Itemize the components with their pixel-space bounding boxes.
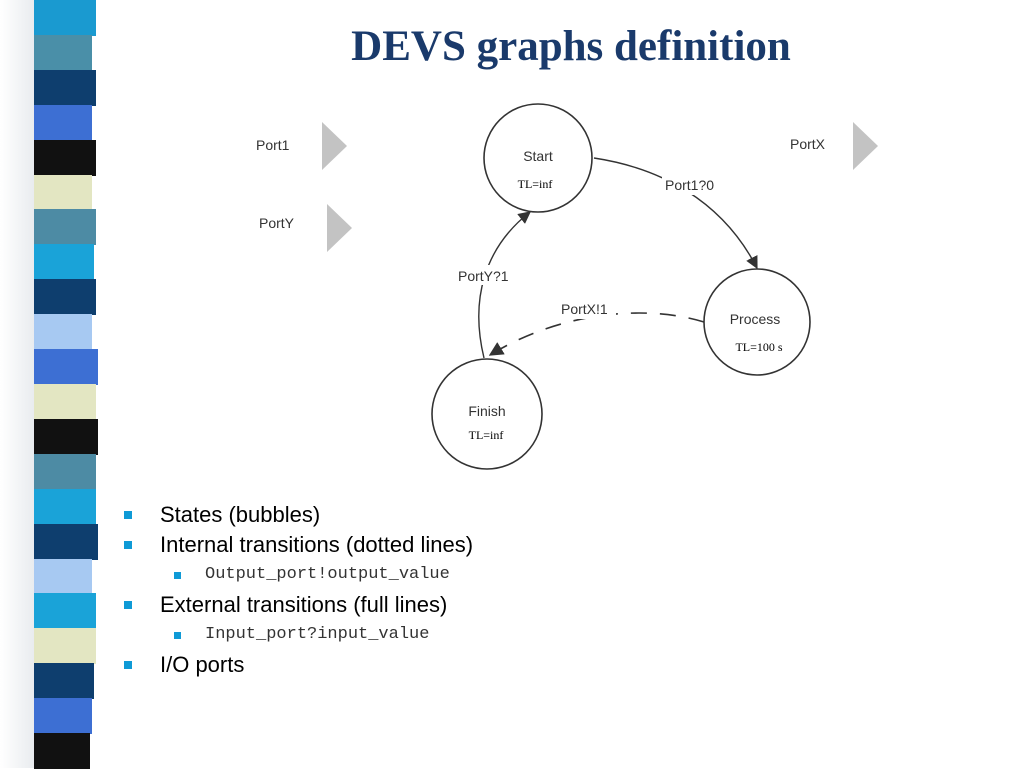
- stripe-segment: [34, 663, 94, 700]
- bullet-item: States (bubbles): [120, 500, 473, 530]
- transition-process-to-finish-label: PortX!1: [561, 301, 608, 317]
- stripe-segment: [34, 279, 96, 316]
- transition-finish-to-start-label: PortY?1: [458, 268, 509, 284]
- stripe-segment: [34, 384, 96, 420]
- sub-bullet-text: Output_port!output_value: [205, 565, 450, 584]
- bullet-text: I/O ports: [160, 652, 245, 677]
- square-bullet-icon: [174, 572, 181, 579]
- stripe-segment: [34, 418, 98, 455]
- state-start-tl: TL=inf: [518, 177, 553, 191]
- bullet-text: External transitions (full lines): [160, 592, 448, 617]
- portx-label: PortX: [790, 136, 826, 152]
- bullet-item: External transitions (full lines): [120, 590, 473, 620]
- square-bullet-icon: [124, 541, 132, 549]
- square-bullet-icon: [124, 601, 132, 609]
- state-process-tl: TL=100 s: [735, 340, 782, 354]
- stripe-segment: [34, 104, 92, 141]
- transition-label-bg: [455, 265, 517, 285]
- square-bullet-icon: [124, 661, 132, 669]
- stripe-segment: [34, 314, 92, 351]
- bullet-item: I/O ports: [120, 650, 473, 680]
- state-start-bubble: [483, 103, 593, 213]
- stripe-segment: [34, 453, 96, 490]
- stripe-segment: [34, 628, 96, 665]
- port1-arrow-icon: [322, 122, 347, 170]
- port1-label: Port1: [256, 137, 290, 153]
- sub-bullet-item: Input_port?input_value: [120, 620, 473, 650]
- state-finish-bubble: [431, 358, 543, 470]
- porty-arrow-icon: [327, 204, 352, 252]
- state-start-label: Start: [523, 148, 553, 164]
- stripe-segment: [34, 488, 96, 525]
- decorative-stripe-bar: [0, 0, 118, 769]
- bullet-text: States (bubbles): [160, 502, 321, 527]
- porty-label: PortY: [259, 215, 295, 231]
- stripe-segment: [34, 209, 96, 246]
- stripe-segment: [34, 69, 96, 106]
- portx-arrow-icon: [853, 122, 878, 170]
- stripe-shadow: [0, 0, 34, 768]
- stripe-segment: [34, 244, 94, 281]
- transition-start-to-process: [593, 157, 758, 270]
- stripe-segment: [34, 139, 96, 176]
- bullet-item: Internal transitions (dotted lines): [120, 530, 473, 560]
- transition-start-to-process-label: Port1?0: [665, 177, 714, 193]
- stripe-segment: [34, 593, 96, 630]
- state-finish-label: Finish: [468, 403, 505, 419]
- bullet-text: Internal transitions (dotted lines): [160, 532, 474, 557]
- stripe-segment: [34, 34, 92, 71]
- stripe-segment: [34, 0, 96, 36]
- stripe-segment: [34, 174, 92, 211]
- square-bullet-icon: [174, 632, 181, 639]
- transition-process-to-finish: [488, 312, 705, 356]
- stripe-segment: [34, 558, 92, 595]
- stripe-segment: [34, 698, 92, 735]
- sub-bullet-text: Input_port?input_value: [205, 625, 430, 644]
- transition-label-bg: [558, 299, 616, 319]
- transition-label-bg: [662, 175, 722, 195]
- slide-title: DEVS graphs definition: [351, 23, 791, 70]
- devs-graph-diagram: Port1 PortY PortX Start TL=inf Process T…: [256, 103, 878, 470]
- sub-bullet-item: Output_port!output_value: [120, 560, 473, 590]
- bullet-list: States (bubbles) Internal transitions (d…: [120, 500, 473, 680]
- stripe-segment: [34, 349, 98, 385]
- stripe-segment: [34, 523, 98, 560]
- stripe-segment: [34, 733, 90, 769]
- state-finish-tl: TL=inf: [469, 428, 504, 442]
- state-process-label: Process: [730, 311, 781, 327]
- square-bullet-icon: [124, 511, 132, 519]
